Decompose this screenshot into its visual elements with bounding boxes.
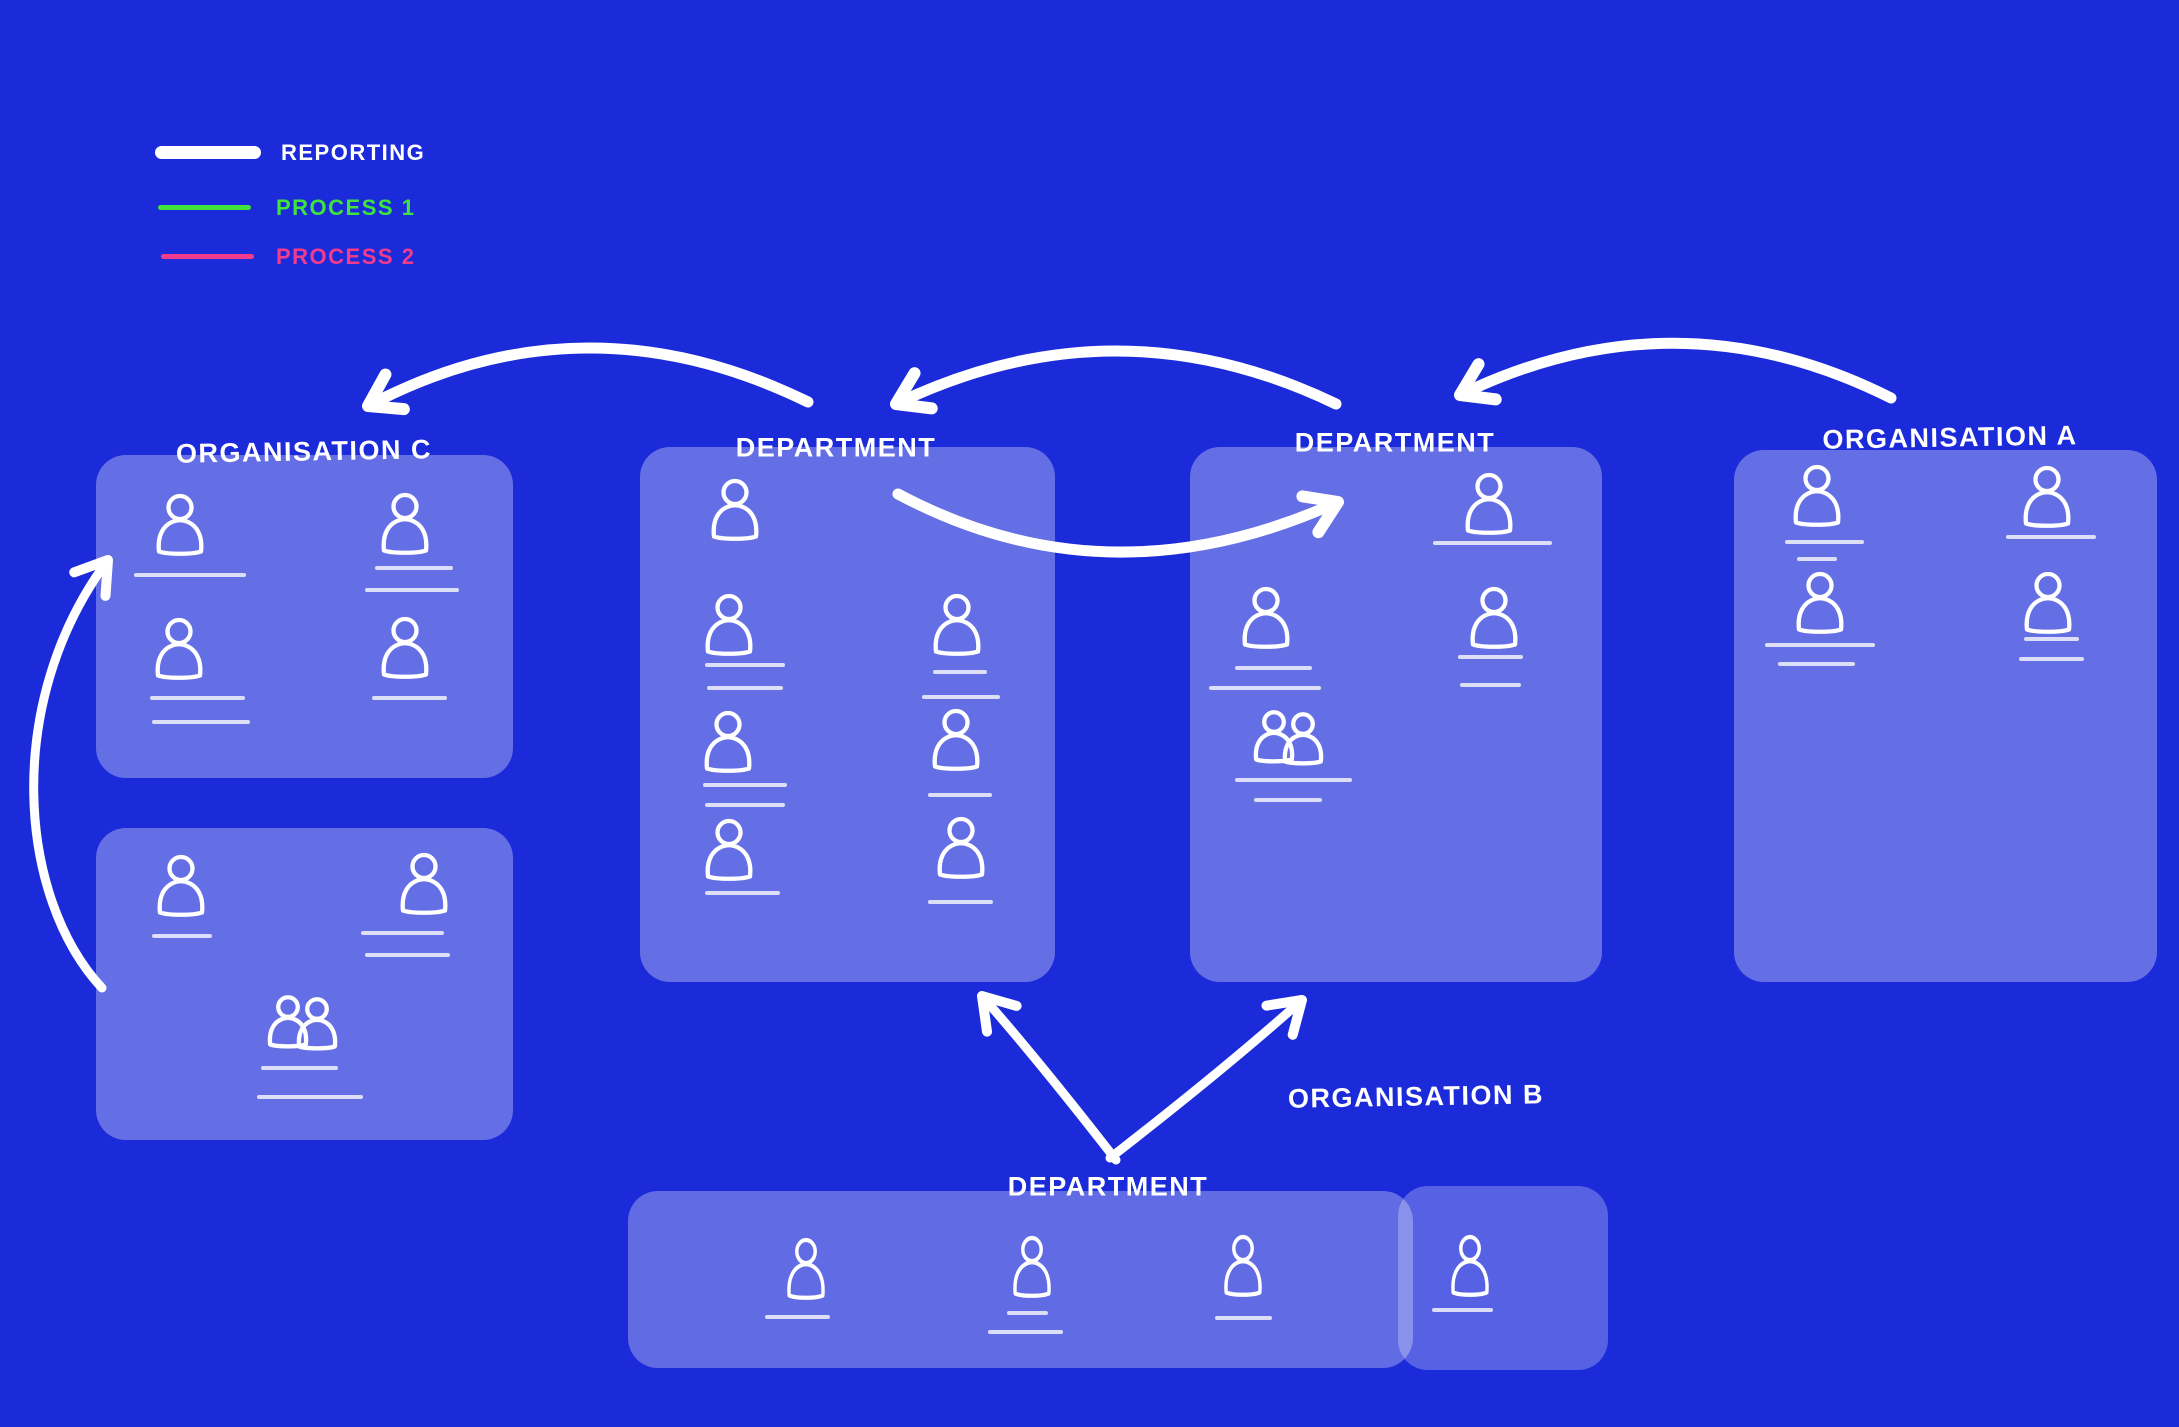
name-underline	[1007, 1311, 1048, 1315]
name-underline	[988, 1330, 1063, 1334]
org-c-title: ORGANISATION C	[175, 434, 433, 469]
legend-label-process-2: PROCESS 2	[276, 244, 416, 269]
process-1-line-swatch	[158, 205, 251, 210]
dept-3-box-left	[628, 1191, 1413, 1368]
name-underline	[1432, 1308, 1493, 1312]
person-icon	[928, 708, 984, 777]
name-underline	[257, 1095, 363, 1099]
name-underline	[1778, 662, 1855, 666]
dept-3-title: DEPARTMENT	[1007, 1171, 1209, 1202]
person-icon	[152, 493, 208, 562]
name-underline	[928, 793, 992, 797]
arrow-dept2-to-dept1-head	[890, 367, 938, 415]
name-underline	[2019, 657, 2084, 661]
name-underline	[152, 934, 212, 938]
name-underline	[375, 566, 453, 570]
name-underline	[1797, 557, 1837, 561]
legend-label-process-1: PROCESS 1	[276, 195, 416, 220]
dept-1-title: DEPARTMENT	[735, 432, 937, 463]
org-c-box	[96, 455, 513, 778]
name-underline	[372, 696, 447, 700]
name-underline	[1433, 541, 1552, 545]
name-underline	[365, 953, 450, 957]
org-c-lower-box	[96, 828, 513, 1140]
org-a-title: ORGANISATION A	[1822, 420, 2078, 455]
person-icon	[396, 852, 452, 921]
reporting-line-swatch	[155, 146, 261, 159]
name-underline	[361, 931, 444, 935]
person-icon	[1461, 472, 1517, 541]
person-icon	[701, 593, 757, 662]
name-underline	[703, 783, 787, 787]
name-underline	[928, 900, 993, 904]
person-icon	[2019, 465, 2075, 534]
process-2-line-swatch	[161, 254, 254, 259]
person-icon	[929, 593, 985, 662]
name-underline	[1785, 540, 1864, 544]
name-underline	[134, 573, 246, 577]
person-icon	[700, 710, 756, 779]
person-pair-icon	[1242, 703, 1334, 778]
name-underline	[705, 803, 785, 807]
name-underline	[1460, 683, 1521, 687]
name-underline	[1235, 666, 1312, 670]
name-underline	[1765, 643, 1875, 647]
person-icon	[778, 1237, 834, 1306]
arrow-dept2-to-dept1	[890, 345, 1342, 410]
person-icon	[377, 492, 433, 561]
person-icon	[2020, 571, 2076, 640]
legend-label-reporting: REPORTING	[281, 140, 426, 165]
name-underline	[1215, 1316, 1272, 1320]
dept-3-box-right	[1398, 1186, 1608, 1370]
person-icon	[1215, 1234, 1271, 1303]
arrow-dept1-to-dept2	[892, 488, 1344, 558]
name-underline	[1209, 686, 1321, 690]
person-icon	[1466, 586, 1522, 655]
name-underline	[152, 720, 250, 724]
name-underline	[2024, 637, 2079, 641]
name-underline	[922, 695, 1000, 699]
person-icon	[1238, 586, 1294, 655]
arrow-orgc2-to-orgc-head	[69, 555, 113, 601]
person-pair-icon	[256, 988, 348, 1063]
dept-2-title: DEPARTMENT	[1294, 427, 1496, 458]
name-underline	[365, 588, 459, 592]
person-icon	[1442, 1234, 1498, 1303]
name-underline	[261, 1066, 338, 1070]
name-underline	[1254, 798, 1322, 802]
arrow-dept1-to-orgc	[362, 342, 814, 412]
person-icon	[153, 854, 209, 923]
name-underline	[705, 891, 780, 895]
name-underline	[2006, 535, 2096, 539]
person-icon	[151, 617, 207, 686]
arrow-dept3-to-dept2-head	[1261, 995, 1307, 1040]
person-icon	[1792, 571, 1848, 640]
arrow-orgc2-to-orgc	[29, 555, 113, 993]
name-underline	[1458, 655, 1523, 659]
arrow-dept1-to-orgc-head	[362, 368, 410, 416]
person-icon	[933, 816, 989, 885]
person-icon	[707, 478, 763, 547]
name-underline	[150, 696, 245, 700]
name-underline	[707, 686, 783, 690]
arrow-dept1-to-dept2-head	[1296, 490, 1344, 539]
arrow-dept3-to-dept2	[1105, 995, 1307, 1163]
arrow-orga-to-dept2-head	[1454, 358, 1502, 406]
name-underline	[1235, 778, 1352, 782]
name-underline	[705, 663, 785, 667]
arrow-orga-to-dept2	[1454, 337, 1897, 404]
name-underline	[933, 670, 987, 674]
person-icon	[1004, 1235, 1060, 1304]
person-icon	[377, 616, 433, 685]
person-icon	[1789, 464, 1845, 533]
arrow-dept3-to-dept1-head	[977, 991, 1022, 1037]
name-underline	[765, 1315, 830, 1319]
org-b-title: ORGANISATION B	[1287, 1079, 1545, 1114]
person-icon	[701, 818, 757, 887]
arrow-dept3-to-dept1	[977, 991, 1121, 1165]
